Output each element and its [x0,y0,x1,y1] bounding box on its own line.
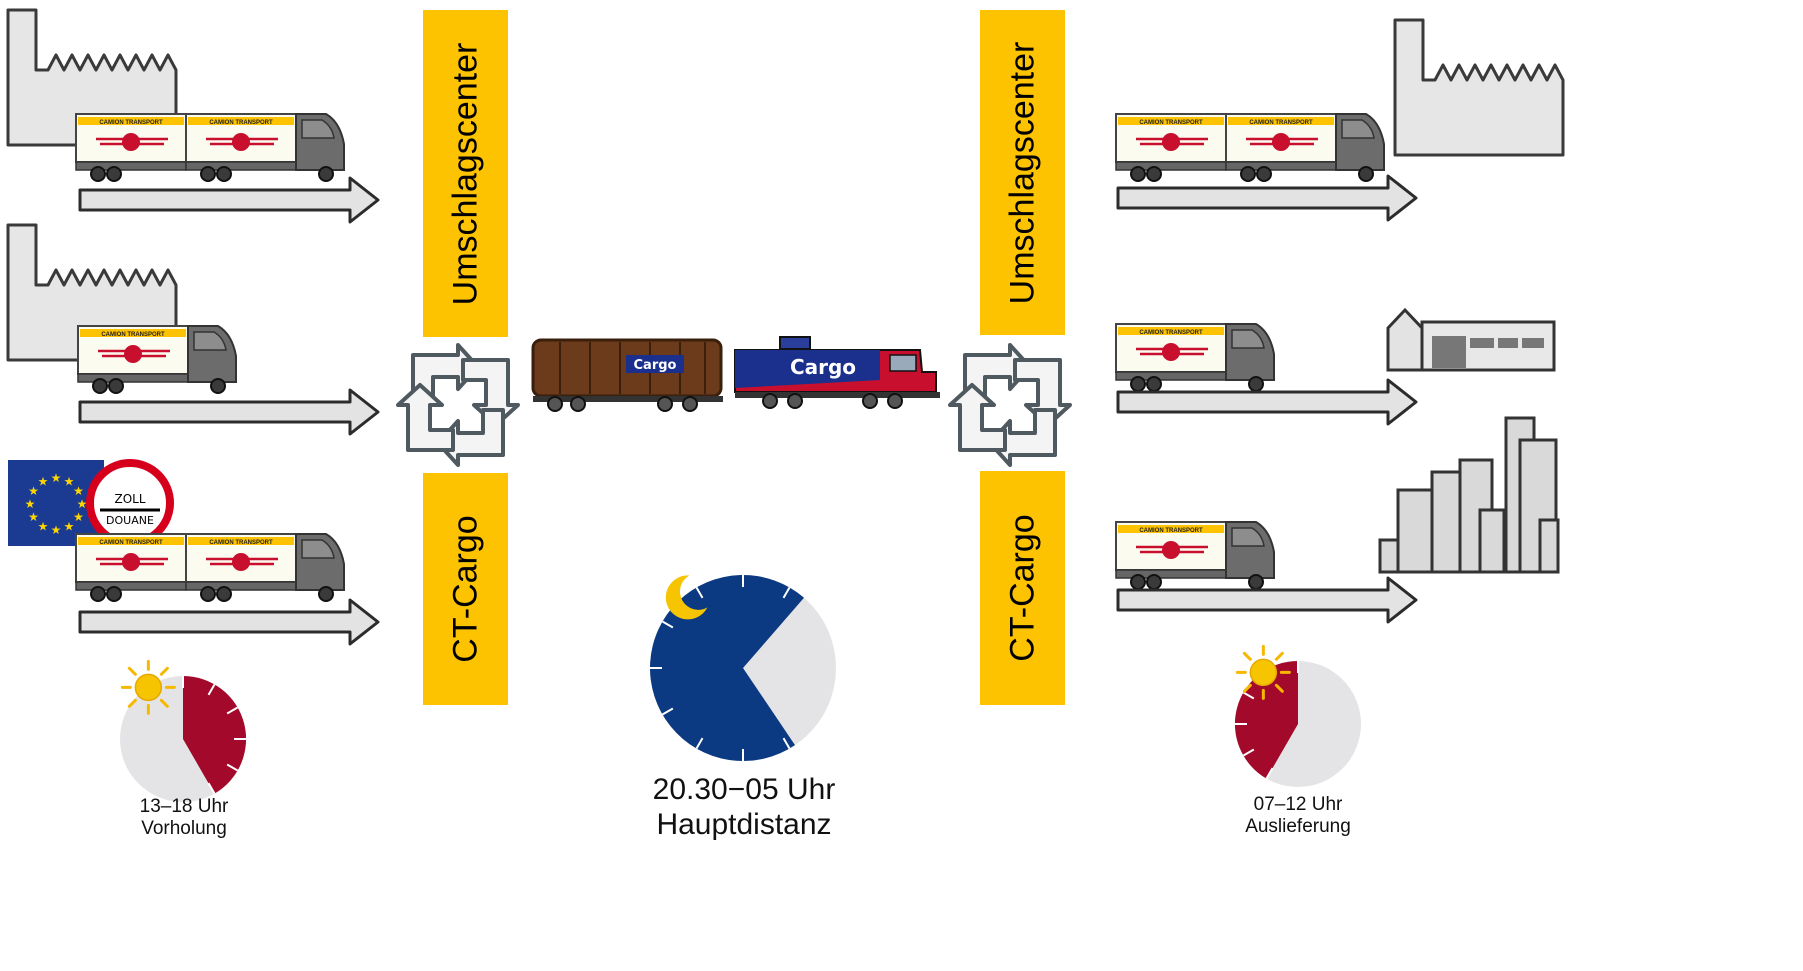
hub-bar-left-bottom: CT-Cargo [423,473,508,705]
time-segment [649,574,804,761]
clock-tick [226,706,239,715]
caption-vorholung: 13–18 Uhr Vorholung [104,796,264,841]
phase-name: Auslieferung [1245,816,1351,838]
right-row-3 [1116,416,1560,624]
truck-icon [76,534,344,601]
caption-auslieferung: 07–12 Uhr Auslieferung [1218,794,1378,839]
clock-tick [661,620,674,629]
clock-tick [695,737,704,750]
phase-time: 07–12 Uhr [1253,794,1343,815]
truck-icon [76,114,344,181]
time-segment [183,675,247,794]
customs-sign-icon: ZOLL DOUANE [86,459,174,547]
eu-star-icon: ★ [28,510,39,524]
hub-label: CT-Cargo [1003,514,1041,662]
clock-tick [695,586,704,599]
eu-star-icon: ★ [77,497,88,511]
arrow-right-icon [1116,174,1418,222]
truck-icon [1116,522,1274,589]
eu-star-icon: ★ [28,484,39,498]
wagon-label: Cargo [634,358,677,373]
locomotive-label: Cargo [790,355,856,379]
sun-icon [120,659,176,715]
eu-star-icon: ★ [25,497,36,511]
clock-tick [207,782,216,795]
hub-label: CT-Cargo [446,515,484,663]
eu-star-icon: ★ [64,520,75,534]
clock-tick [661,707,674,716]
eu-star-icon: ★ [64,475,75,489]
truck-icon [1116,324,1274,391]
left-row-3: ★★★★★★★★★★★★ ZOLL DOUANE [8,459,380,646]
hub-bar-left-top: Umschlagscenter [423,10,508,337]
moon-icon [665,575,708,620]
arrow-right-icon [78,176,380,224]
clock-tick [207,683,216,696]
clock-tick [782,737,791,750]
phase-name: Vorholung [141,818,227,840]
left-row-2 [6,223,380,436]
eu-star-icon: ★ [73,484,84,498]
eu-star-icon: ★ [51,471,62,485]
truck-icon [1116,114,1384,181]
clock-tick [1265,767,1274,780]
phase-time: 20.30−05 Uhr [652,773,836,806]
customs-sign-line2: DOUANE [106,514,154,527]
clock-tick [782,586,791,599]
eu-star-icon: ★ [51,523,62,537]
transfer-cycle-icon [396,343,520,467]
warehouse-icon [1386,307,1556,372]
eu-star-icon: ★ [38,475,49,489]
caption-hauptdistanz: 20.30−05 Uhr Hauptdistanz [614,772,874,843]
truck-icon [78,326,236,393]
left-row-1 [6,8,380,224]
arrow-right-icon [1116,576,1418,624]
clock-vorholung [120,659,247,802]
eu-star-icon: ★ [73,510,84,524]
phase-time: 13–18 Uhr [139,796,229,817]
clock-tick [1242,691,1255,700]
right-row-1 [1116,18,1565,222]
right-row-2 [1116,307,1556,426]
phase-name: Hauptdistanz [656,808,832,842]
sun-icon [1235,644,1291,700]
eu-star-icon: ★ [38,520,49,534]
clock-tick [226,763,239,772]
clock-tick [1242,748,1255,757]
arrow-right-icon [78,388,380,436]
clock-auslieferung [1234,644,1361,787]
arrow-right-icon [78,598,380,646]
hub-label: Umschlagscenter [446,42,484,305]
arrow-right-icon [1116,378,1418,426]
hub-bar-right-top: Umschlagscenter [980,10,1065,335]
city-skyline-icon [1378,416,1560,574]
cargo-train-icon: Cargo Cargo [531,336,940,412]
customs-sign-line1: ZOLL [114,492,145,506]
hub-bar-right-bottom: CT-Cargo [980,471,1065,705]
hub-label: Umschlagscenter [1003,41,1041,304]
transfer-cycle-icon [948,343,1072,467]
factory-icon [1393,18,1565,157]
clock-hauptdistanz [649,574,836,761]
